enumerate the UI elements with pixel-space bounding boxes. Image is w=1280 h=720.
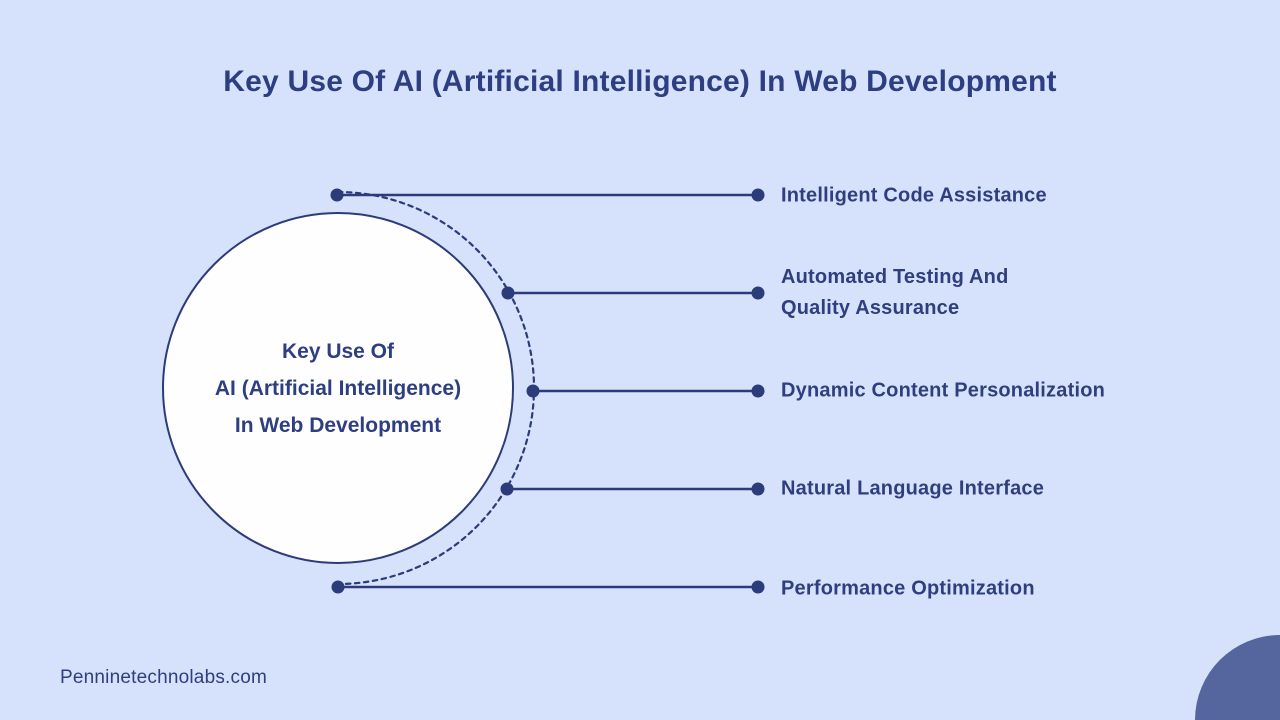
item-label-dynamic-content-personalization: Dynamic Content Personalization: [781, 379, 1106, 402]
page-title: Key Use Of AI (Artificial Intelligence) …: [223, 65, 1057, 98]
connector-dot-right-3: [751, 384, 765, 398]
hub-label-line-3: In Web Development: [234, 414, 442, 437]
connector-dot-right-2: [751, 286, 765, 300]
connector-dot-left-1: [330, 188, 344, 202]
connector-dot-right-5: [751, 580, 765, 594]
footer-website: Penninetechnolabs.com: [60, 667, 268, 688]
connector-dot-right-4: [751, 482, 765, 496]
hub-label-line-2: AI (Artificial Intelligence): [214, 377, 462, 400]
hub-circle-label: Key Use Of AI (Artificial Intelligence) …: [168, 333, 508, 444]
connector-dot-left-2: [501, 286, 515, 300]
connector-dot-left-4: [500, 482, 514, 496]
item-label-natural-language-interface: Natural Language Interface: [781, 477, 1045, 500]
connector-dot-left-5: [331, 580, 345, 594]
connector-dot-right-1: [751, 188, 765, 202]
item-label-automated-testing-quality-assurance: Automated Testing And Quality Assurance: [781, 266, 1009, 319]
item-label-performance-optimization: Performance Optimization: [781, 577, 1035, 600]
item-label-intelligent-code-assistance: Intelligent Code Assistance: [781, 184, 1047, 207]
hub-circle: [162, 212, 514, 564]
connector-dot-left-3: [526, 384, 540, 398]
hub-label-line-1: Key Use Of: [281, 340, 395, 363]
